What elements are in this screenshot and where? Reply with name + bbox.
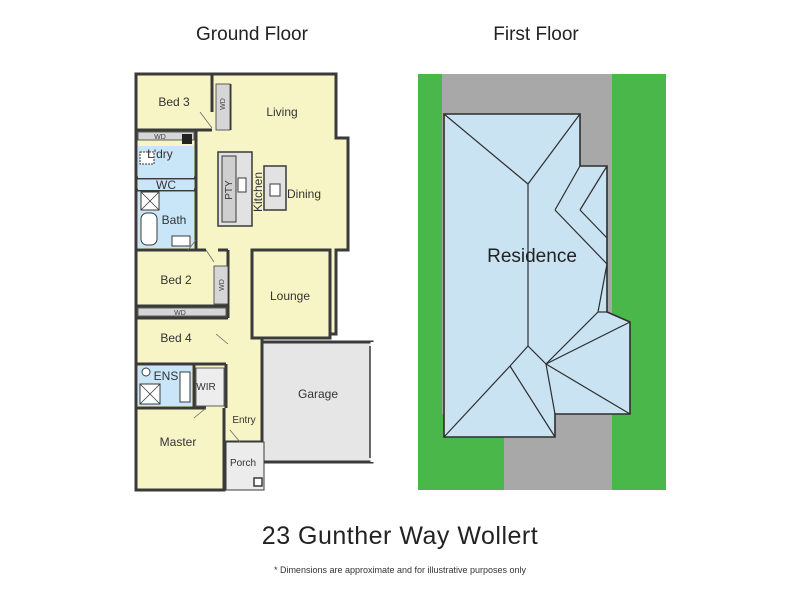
first-floor-heading: First Floor <box>493 24 579 45</box>
lounge-room <box>250 248 332 340</box>
room-lounge-label: Lounge <box>270 289 310 303</box>
room-pantry-label: PTY <box>224 180 235 200</box>
room-garage-label: Garage <box>298 387 338 401</box>
room-laundry-label: L'dry <box>147 147 173 161</box>
residence-label: Residence <box>487 246 577 267</box>
room-wc-label: WC <box>156 178 176 192</box>
room-bed4-label: Bed 4 <box>160 331 192 345</box>
wardrobe-label: WD <box>220 98 227 110</box>
wardrobe-label: WD <box>174 310 186 317</box>
ground-floor-plan: Bed 3 Living L'dry WC Bath Dining Kitche… <box>134 72 374 492</box>
room-bed3-label: Bed 3 <box>158 95 190 109</box>
room-bed2-label: Bed 2 <box>160 273 192 287</box>
room-porch-label: Porch <box>230 458 256 469</box>
wardrobe-label: WD <box>219 279 226 291</box>
room-living-label: Living <box>266 105 297 119</box>
room-wir-label: WIR <box>196 382 215 393</box>
room-dining-label: Dining <box>287 187 321 201</box>
wardrobe-label: WD <box>154 134 166 141</box>
ground-floor-heading: Ground Floor <box>196 24 308 45</box>
dimensions-disclaimer: * Dimensions are approximate and for ill… <box>273 565 527 575</box>
garage-area <box>260 340 374 464</box>
room-entry-label: Entry <box>232 415 255 426</box>
room-kitchen-label: Kitchen <box>251 172 265 212</box>
property-address: 23 Gunther Way Wollert <box>261 522 539 550</box>
lawn-right <box>612 74 666 490</box>
room-master-label: Master <box>160 435 197 449</box>
first-floor-plan: Residence <box>418 74 666 490</box>
wc-area <box>138 180 194 190</box>
room-bath-label: Bath <box>162 213 187 227</box>
room-ensuite-label: ENS <box>154 369 179 383</box>
